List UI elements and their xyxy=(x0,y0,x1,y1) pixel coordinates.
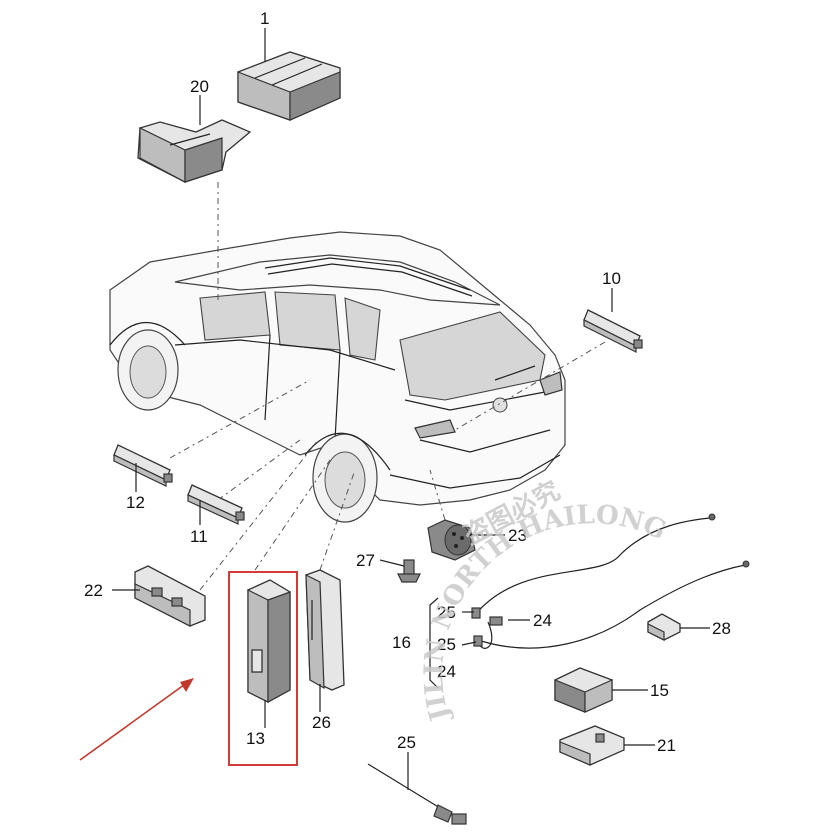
part-1-control-unit xyxy=(237,51,341,121)
label-part-10: 10 xyxy=(602,269,621,288)
part-21-bracket xyxy=(559,725,625,766)
group-bracket-16 xyxy=(429,597,439,689)
label-part-23: 23 xyxy=(508,526,527,545)
label-part-22: 22 xyxy=(84,581,103,600)
label-leaders xyxy=(112,28,710,790)
part-10-sensor xyxy=(583,309,643,353)
label-part-1: 1 xyxy=(260,9,269,28)
label-part-13: 13 xyxy=(246,729,265,748)
vehicle-outline xyxy=(109,231,566,523)
label-part-21: 21 xyxy=(657,736,676,755)
label-part-25b: 25 xyxy=(437,635,456,654)
label-part-25c: 25 xyxy=(397,733,416,752)
highlight-box-13 xyxy=(228,571,298,766)
label-part-12: 12 xyxy=(126,493,145,512)
part-12-sensor xyxy=(113,444,173,487)
part-22-holder xyxy=(134,565,206,627)
label-part-20: 20 xyxy=(190,77,209,96)
part-11-sensor xyxy=(187,484,245,525)
part-25-cable xyxy=(367,763,467,825)
part-20-bracket xyxy=(137,119,252,183)
label-part-11: 11 xyxy=(190,527,208,546)
leader-lines xyxy=(169,182,606,591)
part-27-clip xyxy=(397,559,421,583)
label-part-26: 26 xyxy=(312,713,331,732)
watermark: JILIN NORTH HAILONG 盗图必究 xyxy=(419,475,670,726)
label-part-27: 27 xyxy=(356,551,375,570)
label-part-24a: 24 xyxy=(533,611,552,630)
pointer-arrow xyxy=(79,678,194,761)
part-23-connector xyxy=(427,519,476,561)
label-part-28: 28 xyxy=(712,619,731,638)
label-part-24b: 24 xyxy=(437,662,456,681)
part-labels: 1 20 10 12 11 22 13 26 23 27 16 25 24 25… xyxy=(84,9,731,755)
label-part-25a: 25 xyxy=(437,603,456,622)
label-part-15: 15 xyxy=(650,681,669,700)
part-28-holder xyxy=(647,613,681,641)
part-13-module xyxy=(247,579,291,704)
part-16-wiring-harness xyxy=(471,513,750,649)
part-15-unit xyxy=(554,667,613,713)
label-part-16: 16 xyxy=(392,633,411,652)
part-26-cover xyxy=(305,569,345,691)
